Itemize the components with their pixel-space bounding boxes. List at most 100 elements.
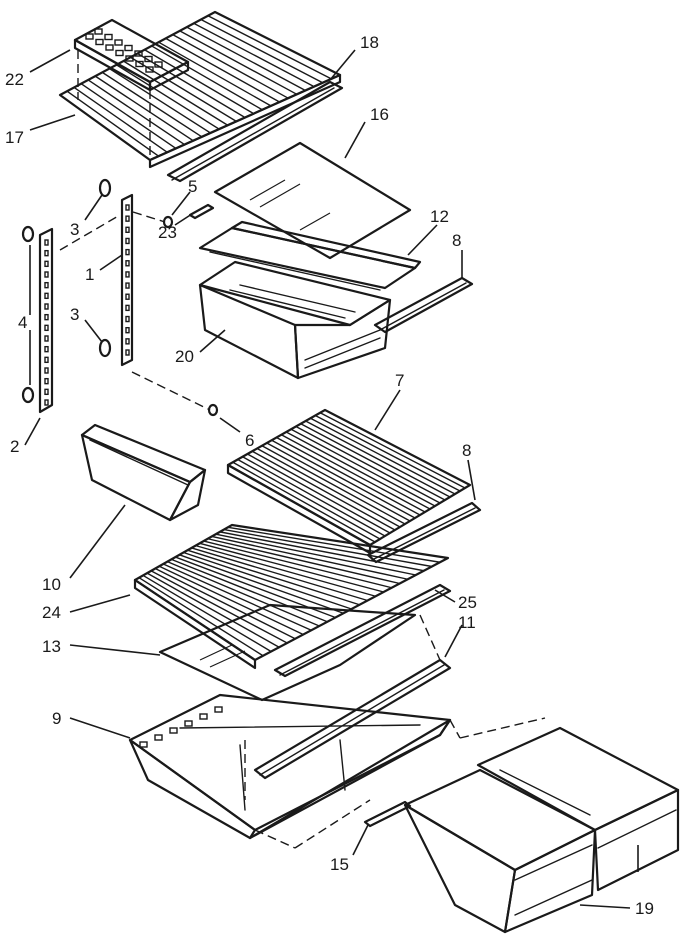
alignment-dashed-lines (59, 50, 546, 849)
shelf-rod (319, 412, 466, 489)
shelf-rod (261, 445, 406, 525)
shelf-rod (138, 577, 264, 657)
tray-cell (154, 61, 163, 68)
part-18-shelf-rail (166, 80, 344, 183)
callout-23: 23 (158, 223, 177, 242)
shelf-rod (285, 431, 431, 510)
track-slot (44, 335, 49, 342)
callout-leaders (24, 49, 639, 909)
track-slot (125, 204, 130, 211)
tray-cell (184, 720, 193, 727)
callout-19: 19 (635, 899, 654, 918)
part-12-meat-keeper-frame (198, 220, 422, 291)
part-8-upper-rail (373, 276, 474, 334)
tray-cell (95, 38, 104, 46)
shelf-rod (101, 71, 203, 138)
track-slot (44, 249, 49, 257)
shelf-rod (198, 542, 385, 593)
shelf-rod (246, 453, 391, 534)
shelf-rod (146, 572, 280, 648)
shelf-rod (87, 79, 186, 146)
part-8-lower-rail (366, 501, 482, 564)
callout-3a: 3 (70, 220, 79, 239)
tray-cell (214, 706, 223, 713)
callout-20: 20 (175, 347, 194, 366)
part-17-freezer-wire-shelf (58, 10, 342, 169)
callout-25: 25 (458, 593, 477, 612)
tray-cell (104, 33, 113, 41)
shelf-rod (200, 18, 324, 84)
track-slot (125, 338, 130, 345)
track-slot (44, 303, 49, 310)
part-16-glass-cover (213, 141, 412, 260)
shelf-rod (290, 428, 436, 507)
shelf-rod (236, 458, 381, 540)
part-10-door-bin (80, 423, 207, 522)
tray-cell (199, 713, 208, 720)
callout-4: 4 (18, 313, 27, 332)
callout-11: 11 (458, 613, 476, 632)
shelf-rod (166, 560, 321, 627)
track-slot (44, 367, 49, 374)
shelf-rod (158, 565, 304, 636)
shelf-rod (108, 67, 212, 134)
tray-cell (125, 55, 134, 62)
callout-1: 1 (85, 265, 94, 284)
tray-cell (139, 741, 148, 748)
track-slot (44, 281, 49, 289)
shelf-rod (207, 538, 401, 585)
callout-12: 12 (430, 207, 449, 226)
callout-17: 17 (5, 128, 24, 147)
track-slot (44, 377, 49, 385)
track-slot (44, 260, 49, 268)
shelf-rod (193, 22, 315, 88)
shelf-rod (179, 30, 298, 96)
track-slot (125, 271, 130, 278)
shelf-rod (295, 425, 441, 504)
shelf-rod (266, 442, 411, 522)
shelf-rod (280, 434, 426, 513)
part-4-track-clips (21, 225, 35, 404)
shelf-rod (207, 15, 333, 80)
part-6-screw (207, 403, 219, 417)
part-1-shelf-support-track (120, 193, 134, 367)
track-slot (125, 293, 130, 300)
shelf-rod (241, 456, 386, 537)
shelf-rod (270, 439, 416, 519)
shelf-rod (211, 535, 409, 580)
shelf-rod (172, 33, 289, 99)
tray-cell (124, 44, 133, 52)
part-2-shelf-support-track (38, 227, 54, 414)
shelf-rod (251, 450, 396, 531)
track-slot (125, 304, 130, 312)
track-slot (125, 349, 130, 356)
track-slot (125, 248, 130, 256)
shelf-rod (94, 75, 194, 142)
callout-22: 22 (5, 70, 24, 89)
track-slot (125, 226, 130, 234)
track-slot (125, 260, 130, 267)
tray-cell (134, 50, 143, 57)
shelf-rod (227, 526, 441, 563)
shelf-rod (190, 547, 369, 602)
tray-cell (94, 28, 103, 35)
part-7-wire-shelf (226, 408, 472, 555)
callout-7: 7 (395, 371, 404, 390)
shelf-rod (142, 574, 272, 653)
shelf-rod (194, 544, 377, 597)
shelf-rod (170, 558, 329, 623)
shelf-rod (186, 26, 307, 92)
callout-labels: 22 17 18 16 5 3 1 23 12 8 4 3 20 2 6 7 8… (5, 33, 654, 918)
track-slot (44, 271, 49, 278)
part-20-meat-keeper-drawer (198, 260, 392, 380)
part-19-crisper-drawers (403, 726, 680, 934)
shelf-rod (186, 549, 361, 606)
shelf-rod (314, 414, 461, 492)
shelf-rod (178, 554, 345, 614)
part-11-crisper-frame (253, 658, 452, 780)
part-15-small-rail (363, 800, 412, 828)
shelf-rod (73, 86, 168, 153)
part-9-crisper-cover-frame (128, 693, 452, 840)
shelf-rod (275, 436, 421, 516)
